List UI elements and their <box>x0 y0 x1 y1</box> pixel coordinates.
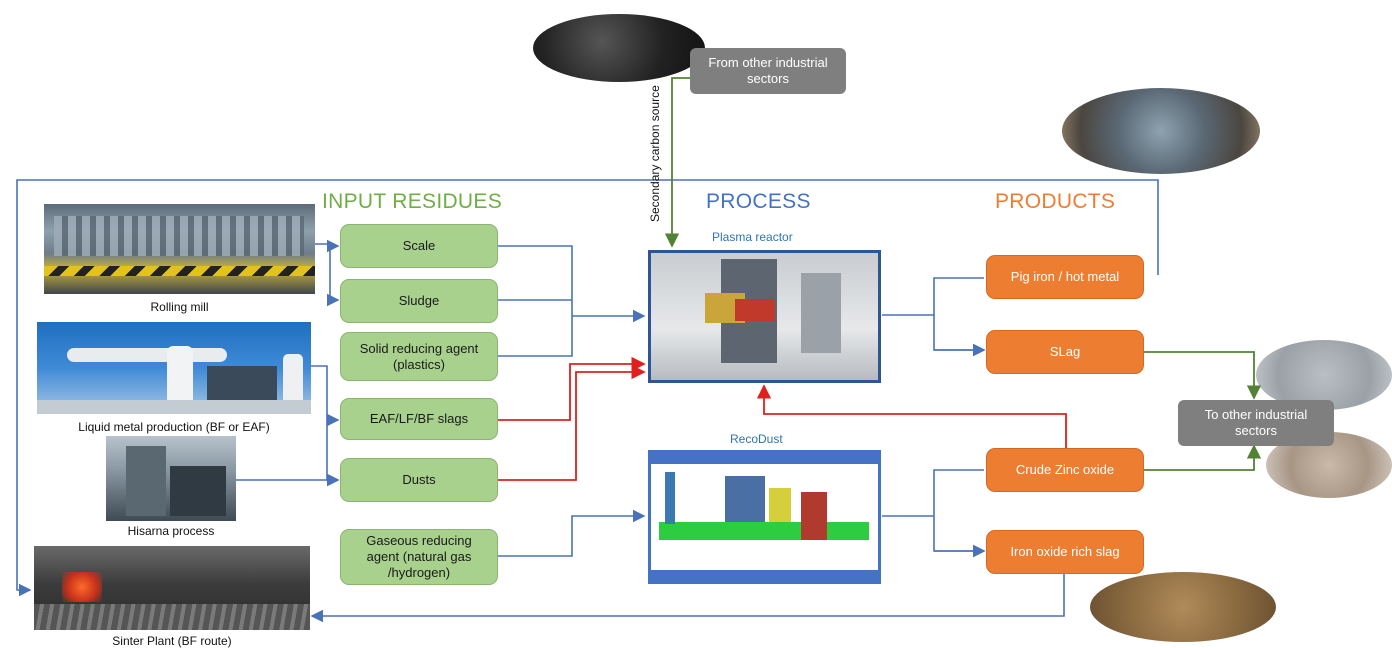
inputs-to-plasma-connector <box>498 245 644 357</box>
products-heading: PRODUCTS <box>995 190 1116 213</box>
zinc-to-plasma-connector <box>756 384 1067 448</box>
recodust-to-products-connector <box>882 469 984 551</box>
plasma-to-products-connector <box>882 277 984 350</box>
process-heading: PROCESS <box>706 190 811 213</box>
dusts-box: Dusts <box>340 458 498 502</box>
pig-iron-box: Pig iron / hot metal <box>986 255 1144 299</box>
hisarna-photo <box>106 436 236 521</box>
slag-box: SLag <box>986 330 1144 374</box>
recodust-label: RecoDust <box>730 432 783 446</box>
secondary-carbon-label: Secondary carbon source <box>648 85 662 222</box>
slags-box: EAF/LF/BF slags <box>340 398 498 440</box>
carbon-pile-image <box>533 14 705 82</box>
rolling-mill-photo <box>44 204 315 294</box>
liquid-metal-connector <box>311 365 340 487</box>
liquid-metal-caption: Liquid metal production (BF or EAF) <box>78 420 270 434</box>
hisarna-caption: Hisarna process <box>127 524 215 538</box>
plasma-reactor-label: Plasma reactor <box>712 230 793 244</box>
sludge-box: Sludge <box>340 279 498 323</box>
secondary-carbon-connector <box>664 77 690 248</box>
iron-oxide-slag-box: Iron oxide rich slag <box>986 530 1144 574</box>
solid-reducing-box: Solid reducing agent (plastics) <box>340 332 498 381</box>
dusts-to-plasma-connector <box>498 364 646 481</box>
from-other-sectors-box: From other industrial sectors <box>690 48 846 94</box>
to-other-sectors-box: To other industrial sectors <box>1178 400 1334 446</box>
iron-oxide-slag-heap-image <box>1090 572 1276 642</box>
crude-zinc-box: Crude Zinc oxide <box>986 448 1144 492</box>
rolling-mill-connector <box>315 243 340 307</box>
slag-gravel-image <box>1256 340 1392 410</box>
sinter-plant-photo <box>34 546 310 630</box>
rolling-mill-caption: Rolling mill <box>150 300 209 314</box>
slag-to-other-connector <box>1144 351 1262 400</box>
gaseous-to-recodust-connector <box>498 509 646 557</box>
gaseous-reducing-box: Gaseous reducing agent (natural gas /hyd… <box>340 529 498 585</box>
sinter-plant-caption: Sinter Plant (BF route) <box>112 634 232 648</box>
plasma-reactor-image <box>648 250 881 383</box>
slags-to-plasma-connector <box>498 356 646 421</box>
zinc-to-other-connector <box>1144 444 1262 471</box>
input-residues-heading: INPUT RESIDUES <box>322 190 503 213</box>
scale-box: Scale <box>340 224 498 268</box>
pig-iron-heap-image <box>1062 88 1260 174</box>
liquid-metal-photo <box>37 322 311 414</box>
recycle-loop-connector <box>16 179 1159 597</box>
recodust-image <box>648 450 881 584</box>
iron-slag-to-sinter-connector <box>310 574 1065 623</box>
